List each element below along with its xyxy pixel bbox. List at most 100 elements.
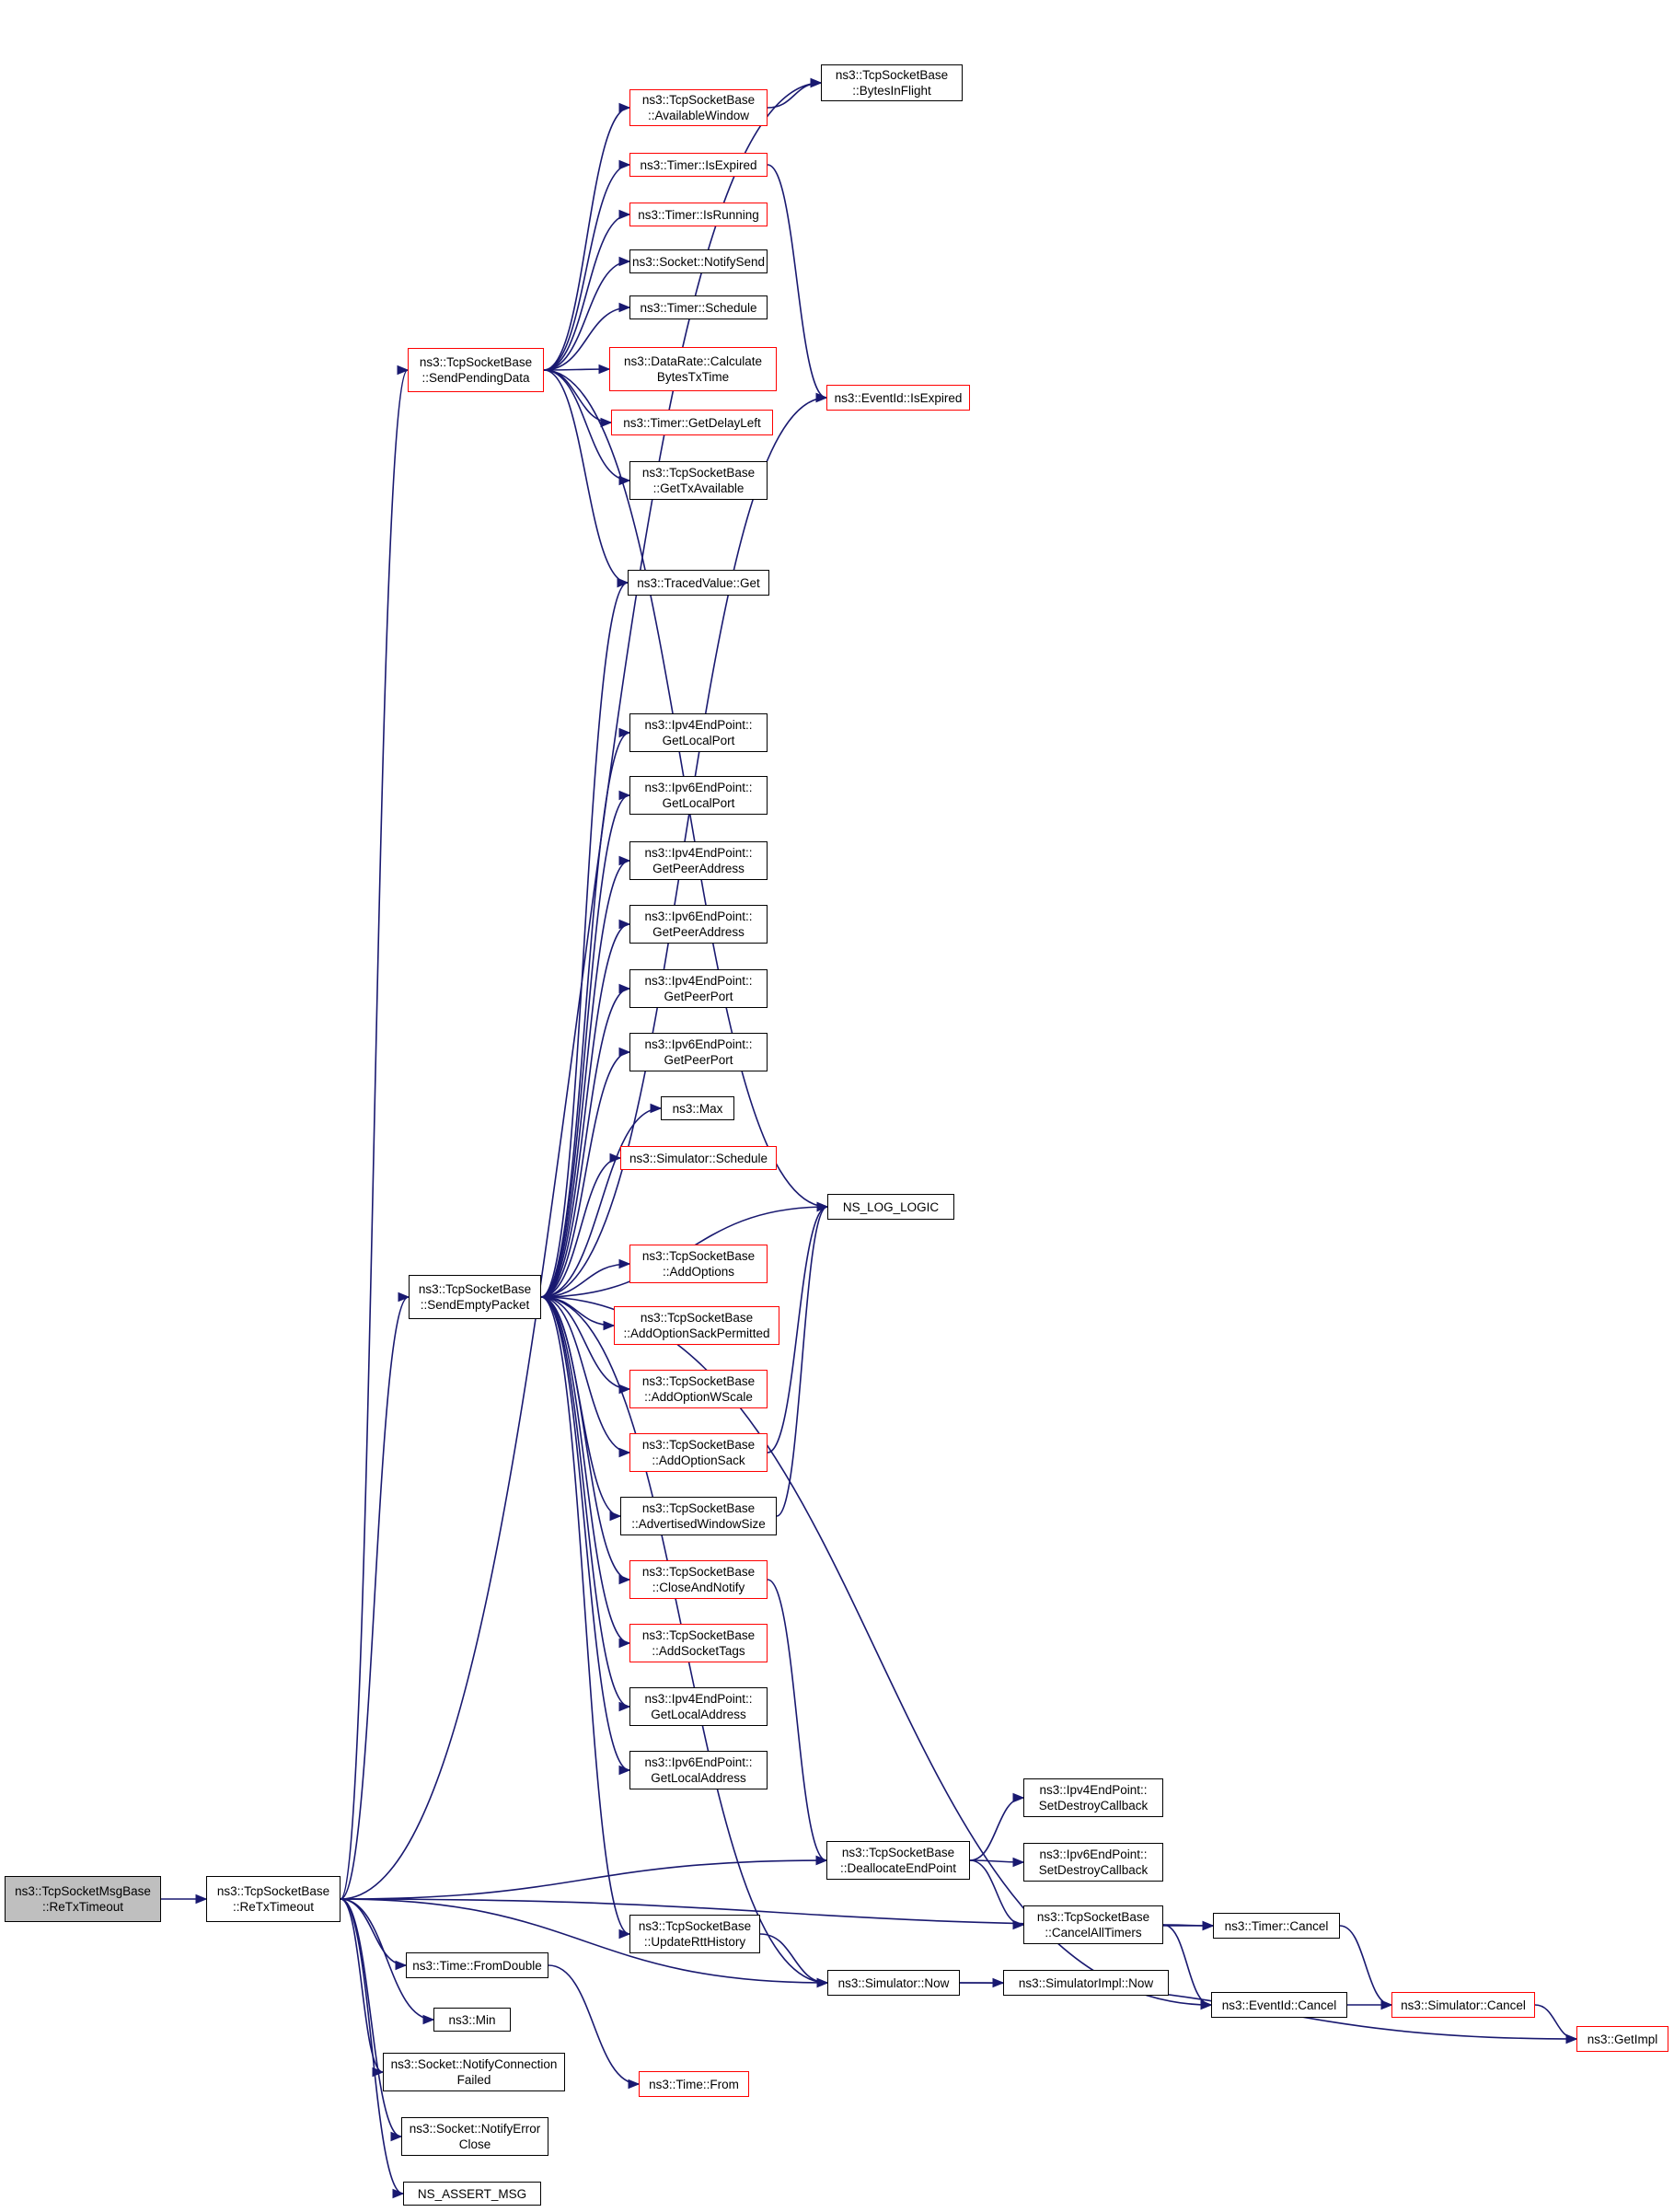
node-label-line: ns3::Socket::NotifyError [409,2122,541,2136]
node-timerisrunning[interactable]: ns3::Timer::IsRunning [629,203,768,226]
node-label-line: ns3::TcpSocketBase [1036,1910,1150,1924]
edge-arrowhead [815,392,828,403]
node-label-line: ns3::Ipv4EndPoint:: [644,846,753,860]
node-ipv6peerport[interactable]: ns3::Ipv6EndPoint::GetPeerPort [629,1033,768,1071]
node-label-line: ns3::TcpSocketBase [641,1249,756,1263]
node-ipv6localport[interactable]: ns3::Ipv6EndPoint::GetLocalPort [629,776,768,815]
node-ipv6localaddr[interactable]: ns3::Ipv6EndPoint::GetLocalAddress [629,1751,768,1789]
node-retx[interactable]: ns3::TcpSocketBase::ReTxTimeout [206,1876,341,1922]
node-addwscale[interactable]: ns3::TcpSocketBase::AddOptionWScale [629,1370,768,1408]
node-label-line: ::AddOptions [662,1265,735,1279]
node-label-line: ns3::Ipv4EndPoint:: [644,1692,753,1706]
node-canceltimers[interactable]: ns3::TcpSocketBase::CancelAllTimers [1023,1905,1163,1944]
node-label-line: NS_ASSERT_MSG [417,2186,527,2201]
node-label-line: SetDestroyCallback [1038,1799,1149,1812]
edge-sendpending-to-timerschedule [543,307,630,371]
node-ipv4peeraddr[interactable]: ns3::Ipv4EndPoint::GetPeerAddress [629,841,768,880]
node-bytesinflight[interactable]: ns3::TcpSocketBase::BytesInFlight [821,64,963,101]
node-label-line: ::AvailableWindow [647,109,750,122]
node-ipv4setdestroy[interactable]: ns3::Ipv4EndPoint::SetDestroyCallback [1023,1778,1163,1817]
edge-arrowhead [617,577,629,588]
node-label-line: ns3::Timer::Cancel [1224,1918,1329,1933]
node-availwin[interactable]: ns3::TcpSocketBase::AvailableWindow [629,89,768,126]
edge-arrowhead [816,1201,829,1212]
edge-arrowhead [1200,1999,1213,2010]
node-closenotify[interactable]: ns3::TcpSocketBase::CloseAndNotify [629,1560,768,1599]
node-ipv6setdestroy[interactable]: ns3::Ipv6EndPoint::SetDestroyCallback [1023,1843,1163,1882]
edge-arrowhead [395,1960,408,1971]
node-timercancel[interactable]: ns3::Timer::Cancel [1213,1913,1340,1939]
node-label-line: Close [458,2137,491,2151]
node-gettxavail[interactable]: ns3::TcpSocketBase::GetTxAvailable [629,461,768,500]
node-label-line: ns3::Simulator::Cancel [1401,1998,1526,2012]
edge-retx-to-assertmsg [340,1898,404,2195]
edge-arrowhead [195,1894,208,1905]
edge-closenotify-to-dealloc [767,1579,827,1861]
node-sendpending[interactable]: ns3::TcpSocketBase::SendPendingData [408,348,544,392]
node-max[interactable]: ns3::Max [661,1096,734,1120]
node-label-line: ns3::Ipv4EndPoint:: [644,718,753,732]
node-min[interactable]: ns3::Min [433,2008,511,2032]
edge-arrowhead [618,159,631,170]
edge-sendempty-to-ipv6peerport [540,1051,630,1298]
node-label-line: ns3::SimulatorImpl::Now [1018,1975,1154,1990]
node-simnow[interactable]: ns3::Simulator::Now [827,1970,960,1996]
node-ipv4localport[interactable]: ns3::Ipv4EndPoint::GetLocalPort [629,713,768,752]
node-eventidisexpired[interactable]: ns3::EventId::IsExpired [826,385,970,411]
node-ipv4peerport[interactable]: ns3::Ipv4EndPoint::GetPeerPort [629,969,768,1008]
node-updatertt[interactable]: ns3::TcpSocketBase::UpdateRttHistory [629,1915,760,1953]
edge-sendempty-to-updatertt [540,1296,630,1935]
node-simimplnow[interactable]: ns3::SimulatorImpl::Now [1003,1970,1169,1996]
node-ipv6peeraddr[interactable]: ns3::Ipv6EndPoint::GetPeerAddress [629,905,768,944]
node-getdelayleft[interactable]: ns3::Timer::GetDelayLeft [611,410,773,435]
node-label-line: ns3::TcpSocketBase [640,1311,754,1325]
edge-sendpending-to-gettxavail [543,369,630,481]
node-label-line: ns3::Ipv6EndPoint:: [644,1755,753,1769]
node-addsockettags[interactable]: ns3::TcpSocketBase::AddSocketTags [629,1624,768,1662]
node-eventidcancel[interactable]: ns3::EventId::Cancel [1211,1992,1347,2018]
node-label-line: ::AddOptionSackPermitted [623,1326,770,1340]
node-simcancel[interactable]: ns3::Simulator::Cancel [1391,1992,1535,2018]
node-simschedule[interactable]: ns3::Simulator::Schedule [620,1146,777,1170]
node-label-line: ns3::Ipv6EndPoint:: [644,781,753,794]
node-timefrom[interactable]: ns3::Time::From [639,2071,749,2097]
node-label-line: ns3::Ipv6EndPoint:: [644,909,753,923]
edge-arrowhead [598,364,611,375]
node-label-line: ns3::TcpSocketBase [216,1884,330,1898]
edge-arrowhead [422,2014,435,2025]
node-label-line: ns3::TcpSocketBase [641,1374,756,1388]
node-tracedget[interactable]: ns3::TracedValue::Get [628,570,769,596]
node-label-line: ns3::TcpSocketBase [835,68,949,82]
node-label-line: ::ReTxTimeout [232,1900,315,1914]
node-addsackperm[interactable]: ns3::TcpSocketBase::AddOptionSackPermitt… [614,1306,779,1345]
node-addoptions[interactable]: ns3::TcpSocketBase::AddOptions [629,1245,768,1283]
node-msgbase: ns3::TcpSocketMsgBase::ReTxTimeout [5,1876,161,1922]
node-nslog[interactable]: NS_LOG_LOGIC [827,1194,954,1220]
edge-arrowhead [628,2079,641,2090]
edge-arrowhead [618,1638,631,1649]
node-fromdouble[interactable]: ns3::Time::FromDouble [406,1952,548,1978]
node-label-line: ns3::TcpSocketBase [641,1565,756,1579]
node-notifysend[interactable]: ns3::Socket::NotifySend [629,249,768,273]
edge-arrowhead [609,1511,622,1522]
edge-timerisexpired-to-eventidisexpired [767,164,827,399]
node-timerisexpired[interactable]: ns3::Timer::IsExpired [629,153,768,177]
node-timerschedule[interactable]: ns3::Timer::Schedule [629,295,768,319]
node-dealloc[interactable]: ns3::TcpSocketBase::DeallocateEndPoint [826,1841,970,1880]
node-sendempty[interactable]: ns3::TcpSocketBase::SendEmptyPacket [409,1275,541,1319]
node-label-line: ::AddSocketTags [652,1644,745,1658]
node-ipv4localaddr[interactable]: ns3::Ipv4EndPoint::GetLocalAddress [629,1687,768,1726]
node-label-line: ::AdvertisedWindowSize [631,1517,766,1531]
node-advwin[interactable]: ns3::TcpSocketBase::AdvertisedWindowSize [620,1497,777,1535]
node-label-line: ns3::Ipv4EndPoint:: [1039,1783,1148,1797]
node-assertmsg[interactable]: NS_ASSERT_MSG [403,2182,541,2206]
edge-sendempty-to-closenotify [540,1296,630,1581]
node-label-line: ::AddOptionSack [652,1453,745,1467]
edge-arrowhead [1012,1857,1025,1868]
node-addsack[interactable]: ns3::TcpSocketBase::AddOptionSack [629,1433,768,1472]
node-getimpl[interactable]: ns3::GetImpl [1576,2026,1668,2052]
node-label-line: ::UpdateRttHistory [643,1935,746,1949]
